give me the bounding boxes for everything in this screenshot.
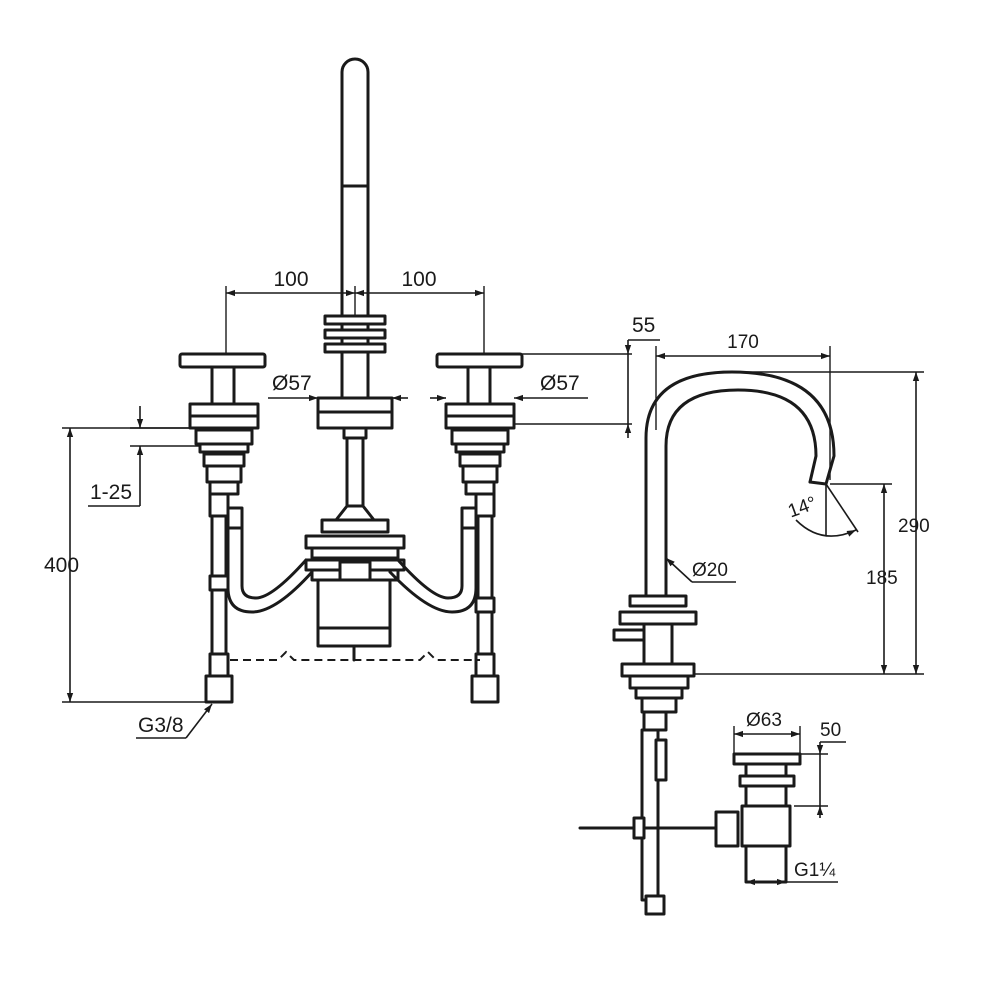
waste-pop-up (714, 752, 802, 884)
dim-connection-length: 400 (44, 554, 79, 577)
left-handle-valve (178, 352, 267, 704)
dim-diameter-left-handle: Ø57 (272, 372, 312, 395)
supply-line (230, 650, 480, 661)
dimension-lines (62, 286, 924, 886)
dim-spacing-left: 100 (273, 268, 308, 291)
dim-thread-waste: G1¼ (794, 860, 836, 881)
right-handle-valve (435, 352, 524, 704)
side-view (578, 370, 836, 916)
dim-spout-reach: 170 (727, 332, 759, 353)
side-valve-body (578, 594, 722, 916)
dim-handle-height: 55 (632, 314, 655, 337)
dim-waste-diameter: Ø63 (746, 710, 782, 731)
front-view (178, 57, 524, 704)
waste-valve-body (304, 518, 406, 662)
dim-thread-supply: G3/8 (138, 714, 184, 737)
dim-spout-outlet-height: 185 (866, 568, 898, 589)
dim-waste-height: 50 (820, 720, 841, 741)
dim-spacing-right: 100 (401, 268, 436, 291)
dim-clamp-range: 1-25 (90, 481, 132, 504)
dim-diameter-right-handle: Ø57 (540, 372, 580, 395)
dim-total-height: 290 (898, 516, 930, 537)
dim-spout-diameter: Ø20 (692, 560, 728, 581)
dim-spout-angle: 14° (785, 493, 819, 523)
spout-column (316, 57, 394, 522)
dimension-labels: 100 100 Ø57 Ø57 55 1-25 400 G3/8 170 290… (44, 268, 930, 881)
connecting-hoses (226, 526, 478, 614)
gooseneck-spout (644, 370, 836, 598)
